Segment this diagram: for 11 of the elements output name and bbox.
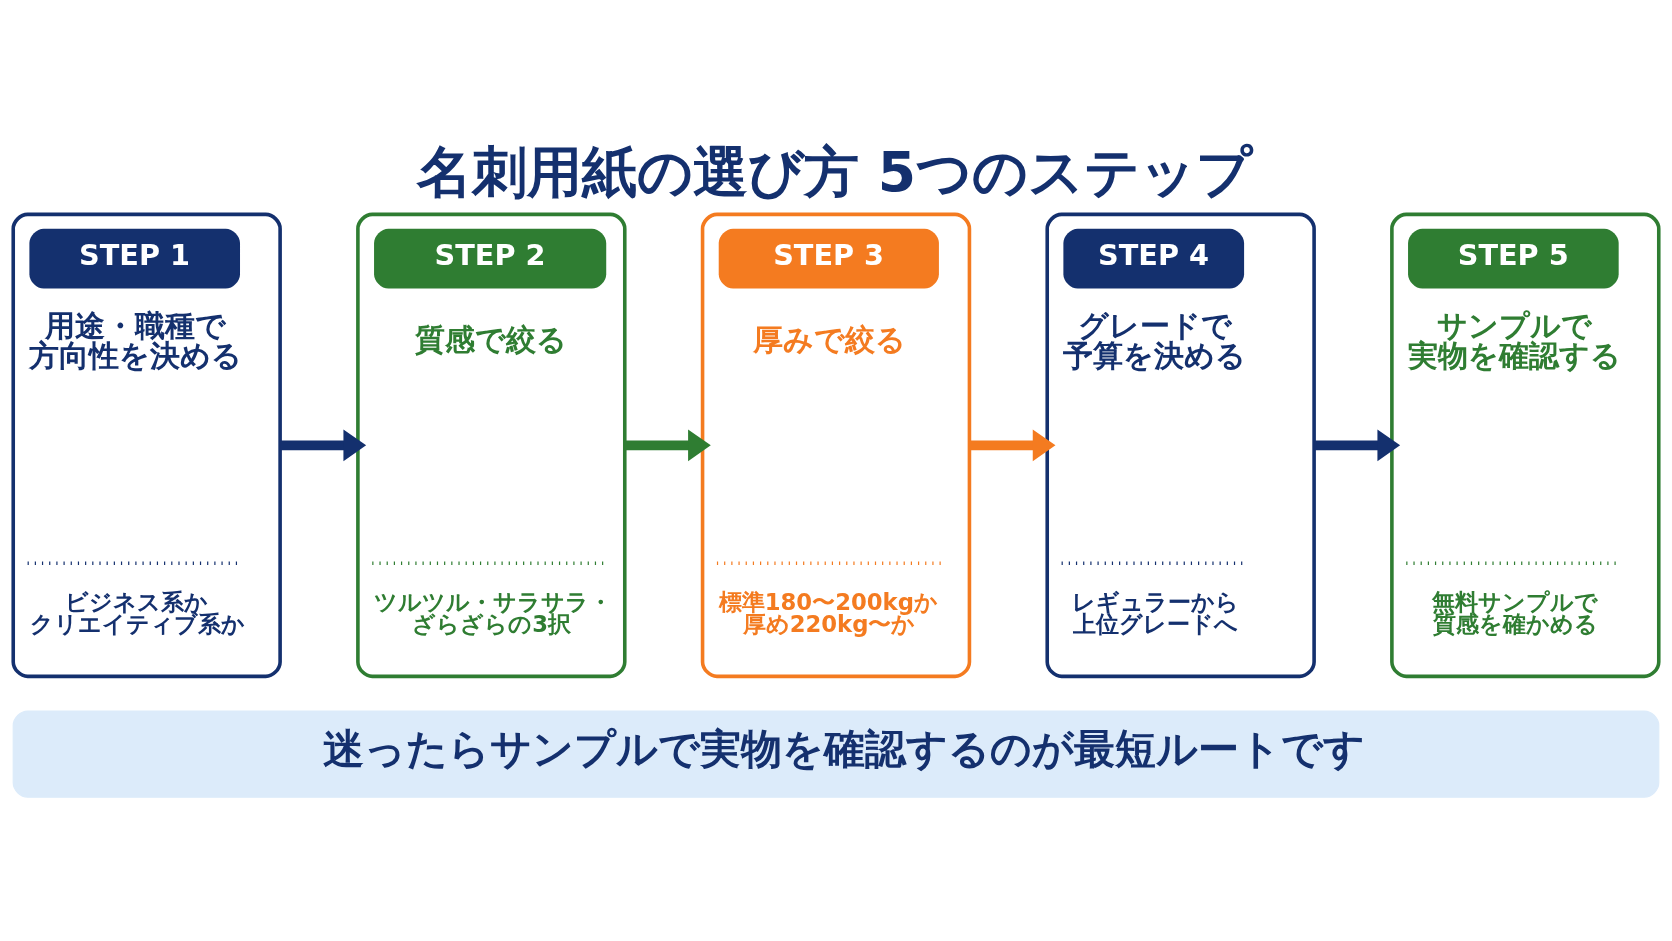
node-box: STEP 3 厚みで絞る 標準180〜200kgか厚め220kg〜か [700, 212, 972, 679]
arrow [624, 429, 711, 462]
arrow [1314, 429, 1401, 462]
diagram-title: 名刺用紙の選び方 5つのステップ [416, 140, 1253, 205]
node-box: 迷ったらサンプルで実物を確認するのが最短ルートです [12, 710, 1660, 798]
node-box: STEP 2 質感で絞る ツルツル・サラサラ・ざらざらの3択 [356, 212, 627, 679]
node-box: STEP 4 グレードで予算を決める レギュラーから上位グレードへ [1045, 212, 1316, 679]
arrow [280, 429, 367, 462]
arrow [969, 429, 1056, 462]
node-box: STEP 5 サンプルで実物を確認する 無料サンプルで質感を確かめる [1390, 212, 1661, 679]
node-box: STEP 1 用途・職種で方向性を決める ビジネス系かクリエイティブ系か [11, 212, 282, 679]
